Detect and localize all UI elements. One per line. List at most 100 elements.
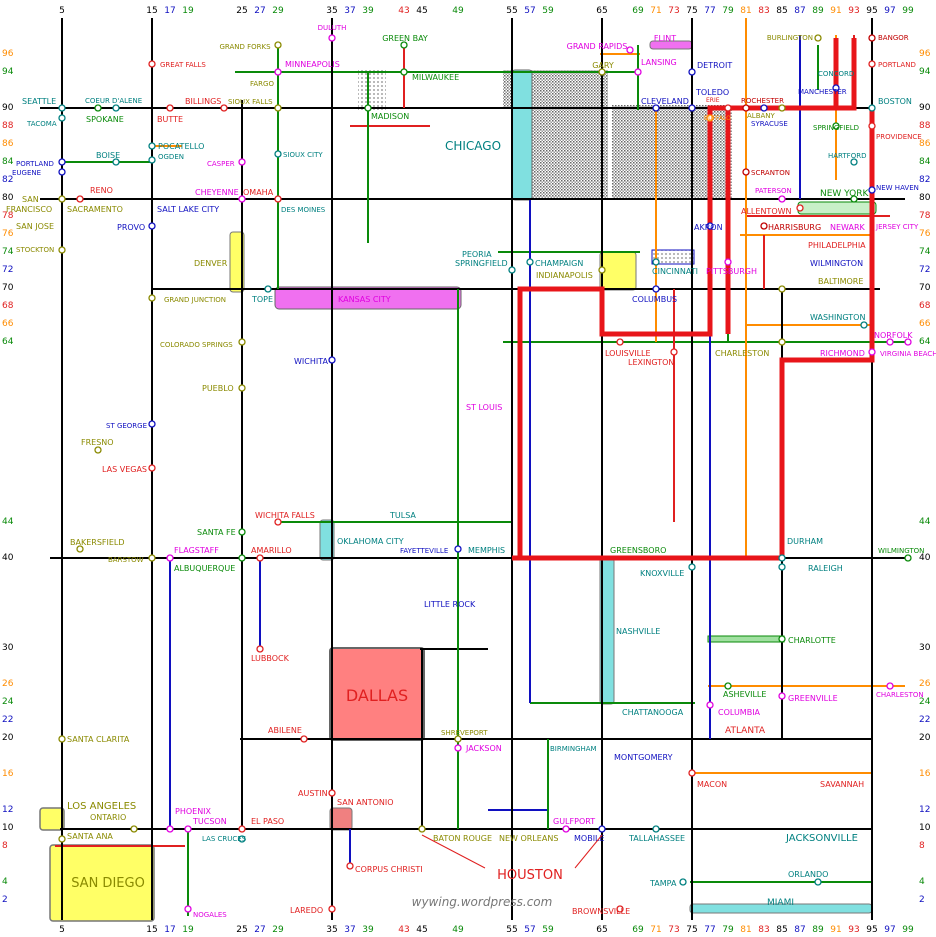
route-number-right: 78 bbox=[919, 211, 931, 221]
las-vegas-label: LAS VEGAS bbox=[102, 465, 147, 474]
route-number-left: 22 bbox=[2, 715, 13, 725]
route-number-top: 39 bbox=[362, 6, 374, 16]
cleveland-marker bbox=[652, 104, 660, 112]
billings-label: BILLINGS bbox=[185, 97, 221, 106]
route-number-right: 10 bbox=[919, 823, 931, 833]
asheville-marker bbox=[724, 682, 732, 690]
route-number-right: 44 bbox=[919, 517, 931, 527]
columbus-oh-label: COLUMBUS bbox=[632, 295, 677, 304]
route-number-right: 96 bbox=[919, 49, 931, 59]
grand-junction-marker bbox=[148, 294, 156, 302]
new-orleans-label: NEW ORLEANS bbox=[499, 834, 558, 843]
route-number-right: 12 bbox=[919, 805, 930, 815]
chicago-core-metro-area bbox=[511, 69, 533, 201]
dallas-label: DALLAS bbox=[346, 686, 408, 705]
cheyenne-marker bbox=[238, 195, 246, 203]
route-number-right: 16 bbox=[919, 769, 931, 779]
paterson-marker bbox=[778, 195, 786, 203]
route-number-left: 12 bbox=[2, 805, 13, 815]
route-number-top: 87 bbox=[794, 6, 805, 16]
route-number-left: 88 bbox=[2, 121, 14, 131]
san-jose-label: SAN JOSE bbox=[16, 222, 54, 231]
knoxville-label: KNOXVILLE bbox=[640, 569, 684, 578]
route-number-top: 77 bbox=[704, 6, 715, 16]
ontario-label: ONTARIO bbox=[90, 813, 126, 822]
pueblo-marker bbox=[238, 384, 246, 392]
jackson-marker bbox=[454, 744, 462, 752]
route-number-bottom: 89 bbox=[812, 925, 824, 935]
st-louis-label: ST LOUIS bbox=[466, 403, 502, 412]
provo-label: PROVO bbox=[117, 223, 145, 232]
omaha-marker bbox=[274, 195, 282, 203]
pocatello-label: POCATELLO bbox=[158, 142, 204, 151]
route-number-top: 73 bbox=[668, 6, 679, 16]
route-number-bottom: 19 bbox=[182, 925, 194, 935]
duluth-label: DULUTH bbox=[318, 24, 347, 32]
lexington-marker bbox=[670, 348, 678, 356]
laredo-marker bbox=[328, 905, 336, 913]
detroit-marker bbox=[688, 68, 696, 76]
route-number-bottom: 99 bbox=[902, 925, 914, 935]
topeka-marker bbox=[264, 285, 272, 293]
route-number-right: 64 bbox=[919, 337, 931, 347]
wichita-label: WICHITA bbox=[294, 357, 328, 366]
boise-label: BOISE bbox=[96, 151, 120, 160]
boise-marker bbox=[112, 158, 120, 166]
ogden-label: OGDEN bbox=[158, 153, 184, 161]
norfolk-marker bbox=[886, 338, 894, 346]
shreveport-marker bbox=[454, 735, 462, 743]
route-number-bottom: 65 bbox=[596, 925, 607, 935]
route-number-bottom: 77 bbox=[704, 925, 715, 935]
santa-ana-label: SANTA ANA bbox=[67, 832, 113, 841]
route-number-right: 66 bbox=[919, 319, 931, 329]
route-number-left: 4 bbox=[2, 877, 8, 887]
topeka-label: TOPE bbox=[251, 295, 273, 304]
bangor-label: BANGOR bbox=[878, 34, 909, 42]
brownsville-label: BROWNSVILLE bbox=[572, 907, 630, 916]
virginia-beach-label: VIRGINIA BEACH bbox=[880, 350, 936, 358]
ontario-marker bbox=[130, 825, 138, 833]
route-number-right: 68 bbox=[919, 301, 931, 311]
route-number-right: 22 bbox=[919, 715, 930, 725]
newark-label: NEWARK bbox=[830, 223, 866, 232]
route-number-left: 70 bbox=[2, 283, 14, 293]
greenville-label: GREENVILLE bbox=[788, 694, 838, 703]
route-number-bottom: 83 bbox=[758, 925, 769, 935]
buffalo-marker bbox=[706, 114, 714, 122]
route-number-right: 90 bbox=[919, 103, 931, 113]
route-number-top: 27 bbox=[254, 6, 265, 16]
oklahoma-city-label: OKLAHOMA CITY bbox=[337, 537, 404, 546]
fargo-label: FARGO bbox=[250, 80, 274, 88]
spokane-marker bbox=[94, 104, 102, 112]
cheyenne-label: CHEYENNE bbox=[195, 188, 239, 197]
route-number-right: 76 bbox=[919, 229, 931, 239]
new-haven-label: NEW HAVEN bbox=[876, 184, 919, 192]
nashville-label: NASHVILLE bbox=[616, 627, 660, 636]
route-number-right: 88 bbox=[919, 121, 931, 131]
springfield-il-marker bbox=[508, 266, 516, 274]
richmond-marker bbox=[868, 348, 876, 356]
louisville-label: LOUISVILLE bbox=[605, 349, 651, 358]
route-number-bottom: 85 bbox=[776, 925, 787, 935]
route-number-left: 64 bbox=[2, 337, 14, 347]
madison-metro-area bbox=[358, 70, 386, 110]
des-moines-label: DES MOINES bbox=[281, 206, 326, 214]
route-number-right: 26 bbox=[919, 679, 931, 689]
wilmington-nc-label: WILMINGTON bbox=[878, 547, 924, 555]
scranton-label: SCRANTON bbox=[751, 169, 790, 177]
reno-marker bbox=[76, 195, 84, 203]
columbia-marker bbox=[706, 701, 714, 709]
route-number-top: 79 bbox=[722, 6, 734, 16]
route-number-left: 2 bbox=[2, 895, 8, 905]
route-number-bottom: 39 bbox=[362, 925, 374, 935]
santa-clarita-marker bbox=[58, 735, 66, 743]
route-number-right: 82 bbox=[919, 175, 930, 185]
wichita-falls-marker bbox=[274, 518, 282, 526]
fayetteville-label: FAYETTEVILLE bbox=[400, 547, 448, 555]
raleigh-label: RALEIGH bbox=[808, 564, 843, 573]
route-number-left: 96 bbox=[2, 49, 14, 59]
macon-label: MACON bbox=[697, 780, 727, 789]
cincinnati-metro-area bbox=[651, 249, 695, 265]
lansing-label: LANSING bbox=[641, 58, 677, 67]
syracuse-marker bbox=[760, 104, 768, 112]
